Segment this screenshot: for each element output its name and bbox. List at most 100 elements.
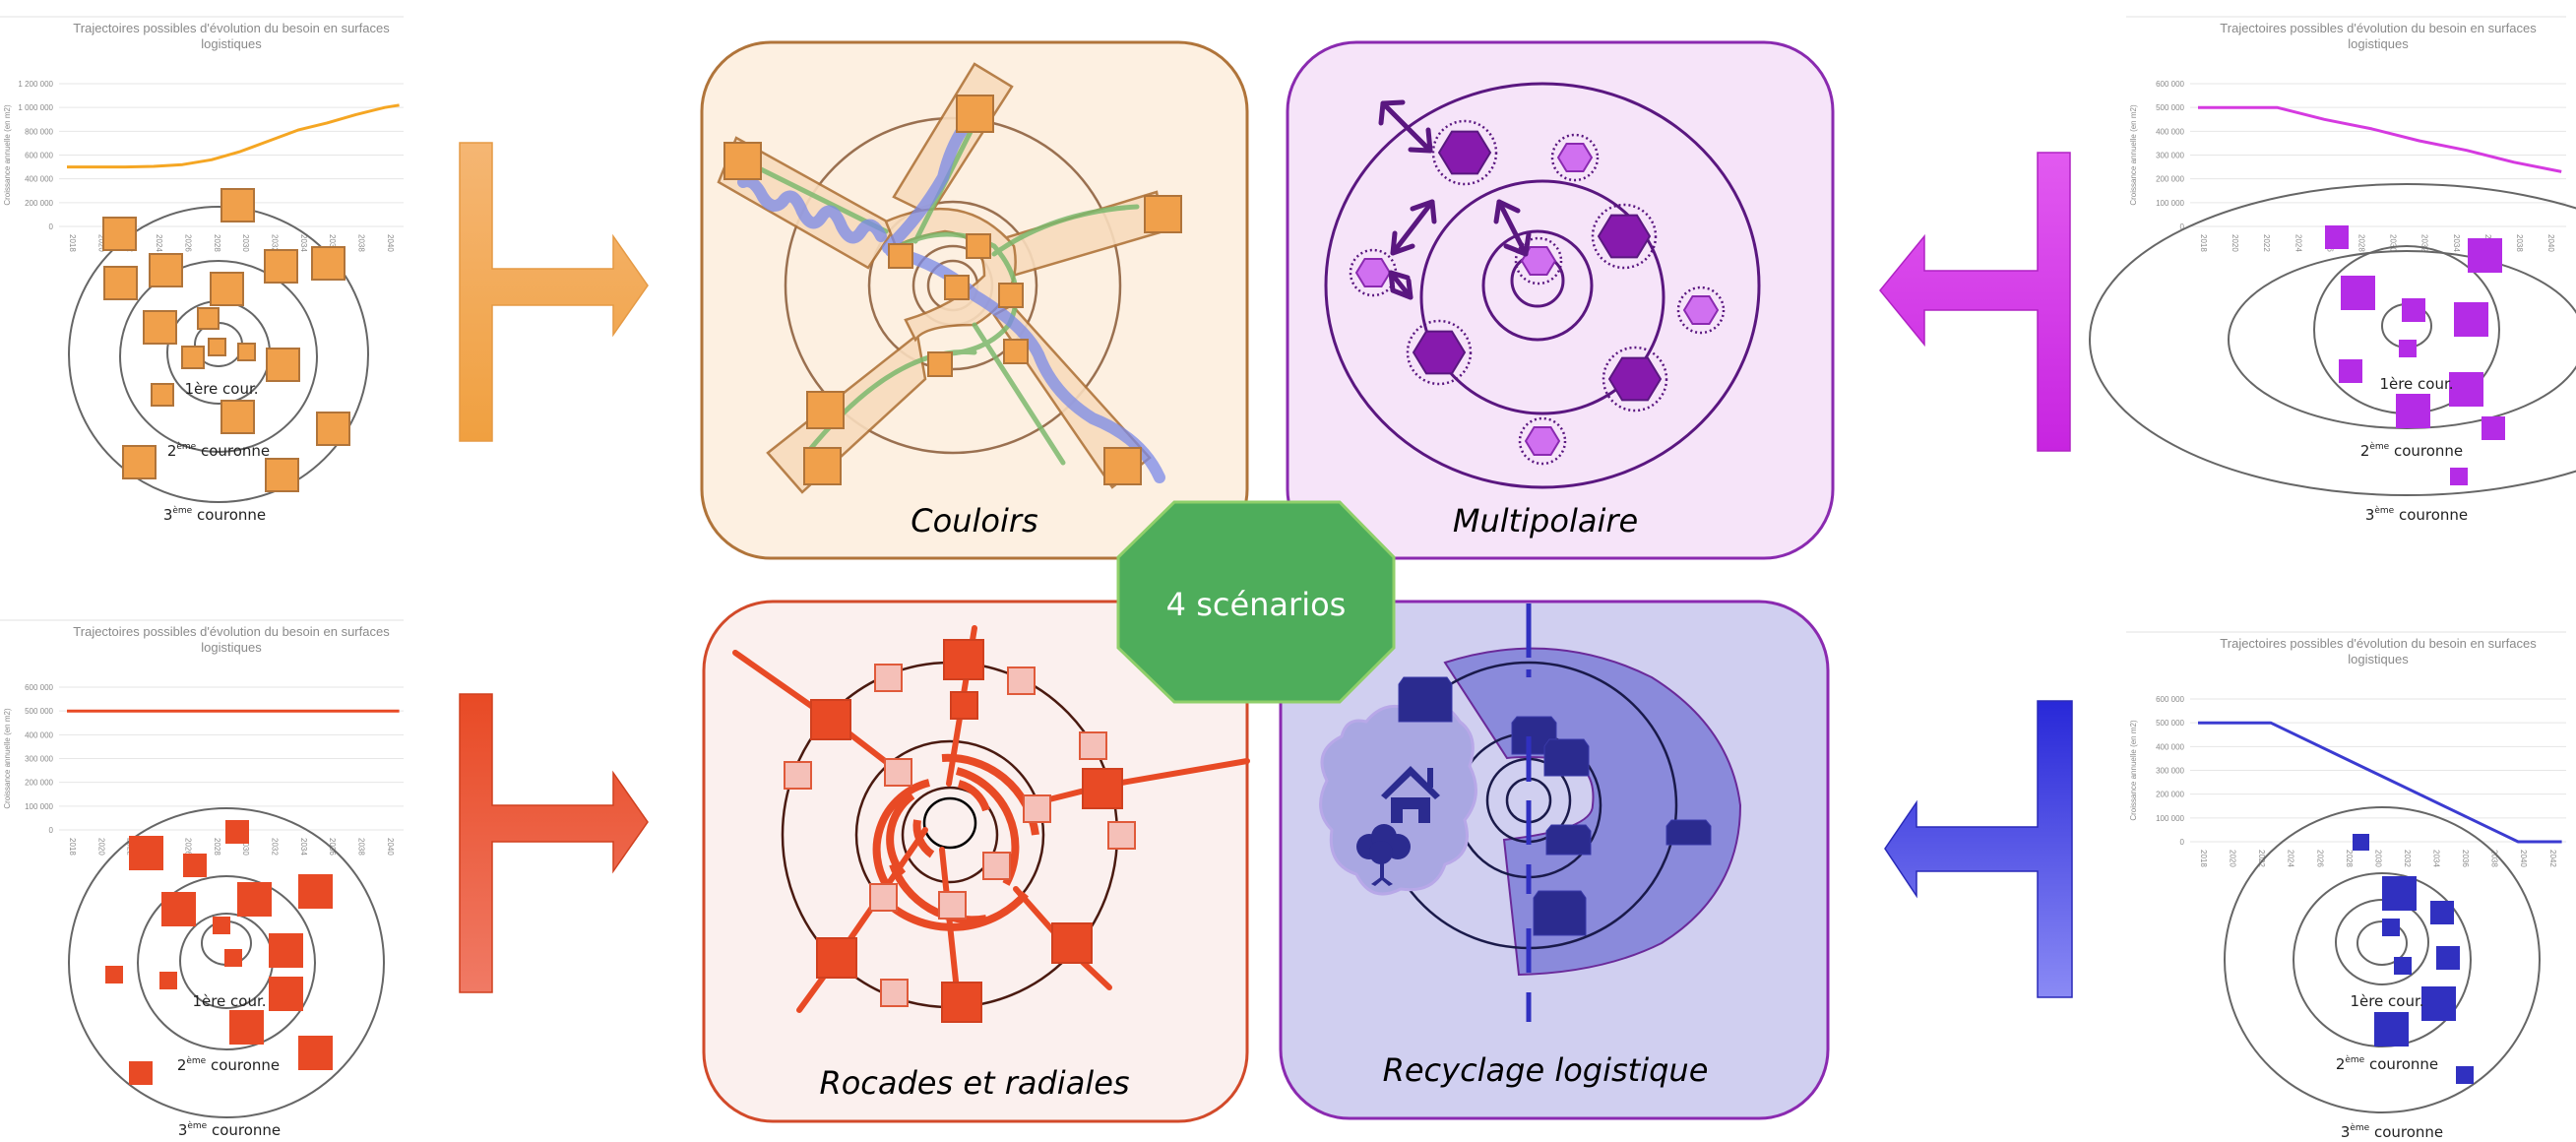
facility-square	[129, 1061, 153, 1085]
facility-square	[161, 892, 196, 926]
logistics-hub-icon	[1682, 295, 1720, 325]
facility-square	[2430, 901, 2454, 924]
y-tick-label: 300 000	[2156, 767, 2184, 776]
y-tick-label: 500 000	[2156, 103, 2184, 112]
x-tick-label: 2028	[2345, 850, 2354, 867]
scenario-panel-couloirs: Couloirs	[700, 40, 1249, 560]
facility-square	[159, 972, 177, 989]
x-tick-label: 2018	[2199, 850, 2208, 867]
ring-label-second: 2ème couronne	[167, 441, 270, 460]
facility-square	[237, 343, 256, 361]
x-tick-label: 2038	[2490, 850, 2499, 867]
logistics-hub-icon	[1354, 258, 1392, 287]
hub-halo	[1518, 416, 1567, 466]
facility-square	[2374, 1012, 2409, 1047]
facility-square	[2454, 302, 2488, 337]
facility-square	[2450, 468, 2468, 485]
hub-halo	[1431, 119, 1498, 186]
y-axis-label: Croissance annuelle (en m2)	[2129, 104, 2138, 206]
logistics-hub-icon	[1437, 130, 1492, 175]
y-axis-label: Croissance annuelle (en m2)	[3, 104, 12, 206]
facility-square	[224, 949, 242, 967]
y-tick-label: 200 000	[2156, 175, 2184, 184]
x-tick-label: 2036	[328, 838, 337, 856]
y-tick-label: 100 000	[25, 802, 53, 811]
house-icon	[1381, 766, 1440, 823]
scenario-panel-recyclage: Recyclage logistique	[1279, 600, 1830, 1120]
x-tick-label: 2028	[213, 234, 221, 252]
facility-square	[149, 253, 183, 287]
facility-square	[129, 836, 163, 870]
facility-square	[229, 1010, 264, 1045]
facility-square	[266, 348, 300, 382]
facility-square	[311, 246, 346, 281]
logistics-hub-icon	[1607, 356, 1663, 402]
y-tick-label: 300 000	[25, 755, 53, 764]
y-tick-label: 0	[2180, 222, 2185, 231]
x-tick-label: 2032	[270, 234, 279, 252]
x-tick-label: 2022	[2257, 850, 2266, 867]
facility-square	[269, 977, 303, 1011]
facility-square	[103, 266, 138, 300]
chart-rocades: Trajectoires possibles d'évolution du be…	[0, 619, 404, 856]
facility-square	[2339, 359, 2362, 383]
y-tick-label: 0	[2180, 838, 2185, 847]
y-tick-label: 1 000 000	[18, 103, 53, 112]
ring-label-third: 3ème couronne	[2365, 505, 2468, 524]
y-tick-label: 600 000	[2156, 695, 2184, 704]
scenario-panel-multipolaire: Multipolaire	[1286, 40, 1835, 560]
y-tick-label: 200 000	[2156, 791, 2184, 799]
ring-label-third: 3ème couronne	[2341, 1122, 2443, 1141]
facility-square	[298, 874, 333, 909]
scenarios-badge: 4 scénarios	[1116, 500, 1396, 704]
y-tick-label: 100 000	[2156, 814, 2184, 823]
x-tick-label: 2026	[2315, 850, 2324, 867]
arrow-left-magenta-icon	[1879, 152, 2071, 452]
chart-title: Trajectoires possibles d'évolution du be…	[2220, 21, 2537, 35]
ring	[2335, 899, 2429, 985]
x-tick-label: 2034	[2452, 234, 2461, 252]
ring	[2224, 806, 2541, 1113]
hub-halo	[1676, 286, 1726, 335]
scenario-title-rocades: Rocades et radiales	[819, 1064, 1129, 1102]
x-tick-label: 2026	[183, 234, 192, 252]
y-axis-label: Croissance annuelle (en m2)	[3, 708, 12, 809]
facility-square	[151, 383, 174, 407]
chart-title: Trajectoires possibles d'évolution du be…	[73, 624, 390, 639]
chart-title: logistiques	[2348, 36, 2409, 51]
facility-square	[2482, 416, 2505, 440]
y-tick-label: 600 000	[25, 683, 53, 692]
ring-label-first: 1ère cour.	[2379, 375, 2453, 393]
x-tick-label: 2018	[2199, 234, 2208, 252]
logistics-hub-icon	[1520, 246, 1557, 276]
x-tick-label: 2042	[2548, 850, 2557, 867]
x-tick-label: 2024	[2287, 850, 2295, 867]
facility-square	[2449, 372, 2483, 407]
scenario-title-multipolaire: Multipolaire	[1453, 502, 1638, 539]
logistics-hub-icon	[1556, 143, 1594, 172]
facility-square	[298, 1036, 333, 1070]
y-tick-label: 400 000	[2156, 742, 2184, 751]
facility-square	[102, 217, 137, 251]
hub-halo	[1602, 346, 1668, 412]
facility-square	[2399, 340, 2417, 357]
x-tick-label: 2024	[2293, 234, 2302, 252]
logistics-hub-icon	[1597, 214, 1652, 259]
chart-title: Trajectoires possibles d'évolution du be…	[2220, 636, 2537, 651]
chart-couloirs: Trajectoires possibles d'évolution du be…	[0, 16, 404, 252]
scenario-title-couloirs: Couloirs	[911, 502, 1037, 539]
x-tick-label: 2038	[2515, 234, 2524, 252]
ring-label-second: 2ème couronne	[177, 1055, 280, 1074]
ring	[68, 206, 369, 503]
y-tick-label: 600 000	[2156, 80, 2184, 89]
facility-square	[2396, 394, 2430, 428]
logistics-hub-icon	[1524, 426, 1561, 456]
facility-square	[143, 310, 177, 345]
series-line	[2198, 721, 2562, 844]
x-tick-label: 2026	[183, 838, 192, 856]
y-tick-label: 400 000	[25, 175, 53, 184]
x-tick-label: 2020	[96, 234, 105, 252]
y-tick-label: 400 000	[2156, 127, 2184, 136]
facility-square	[2421, 986, 2456, 1021]
